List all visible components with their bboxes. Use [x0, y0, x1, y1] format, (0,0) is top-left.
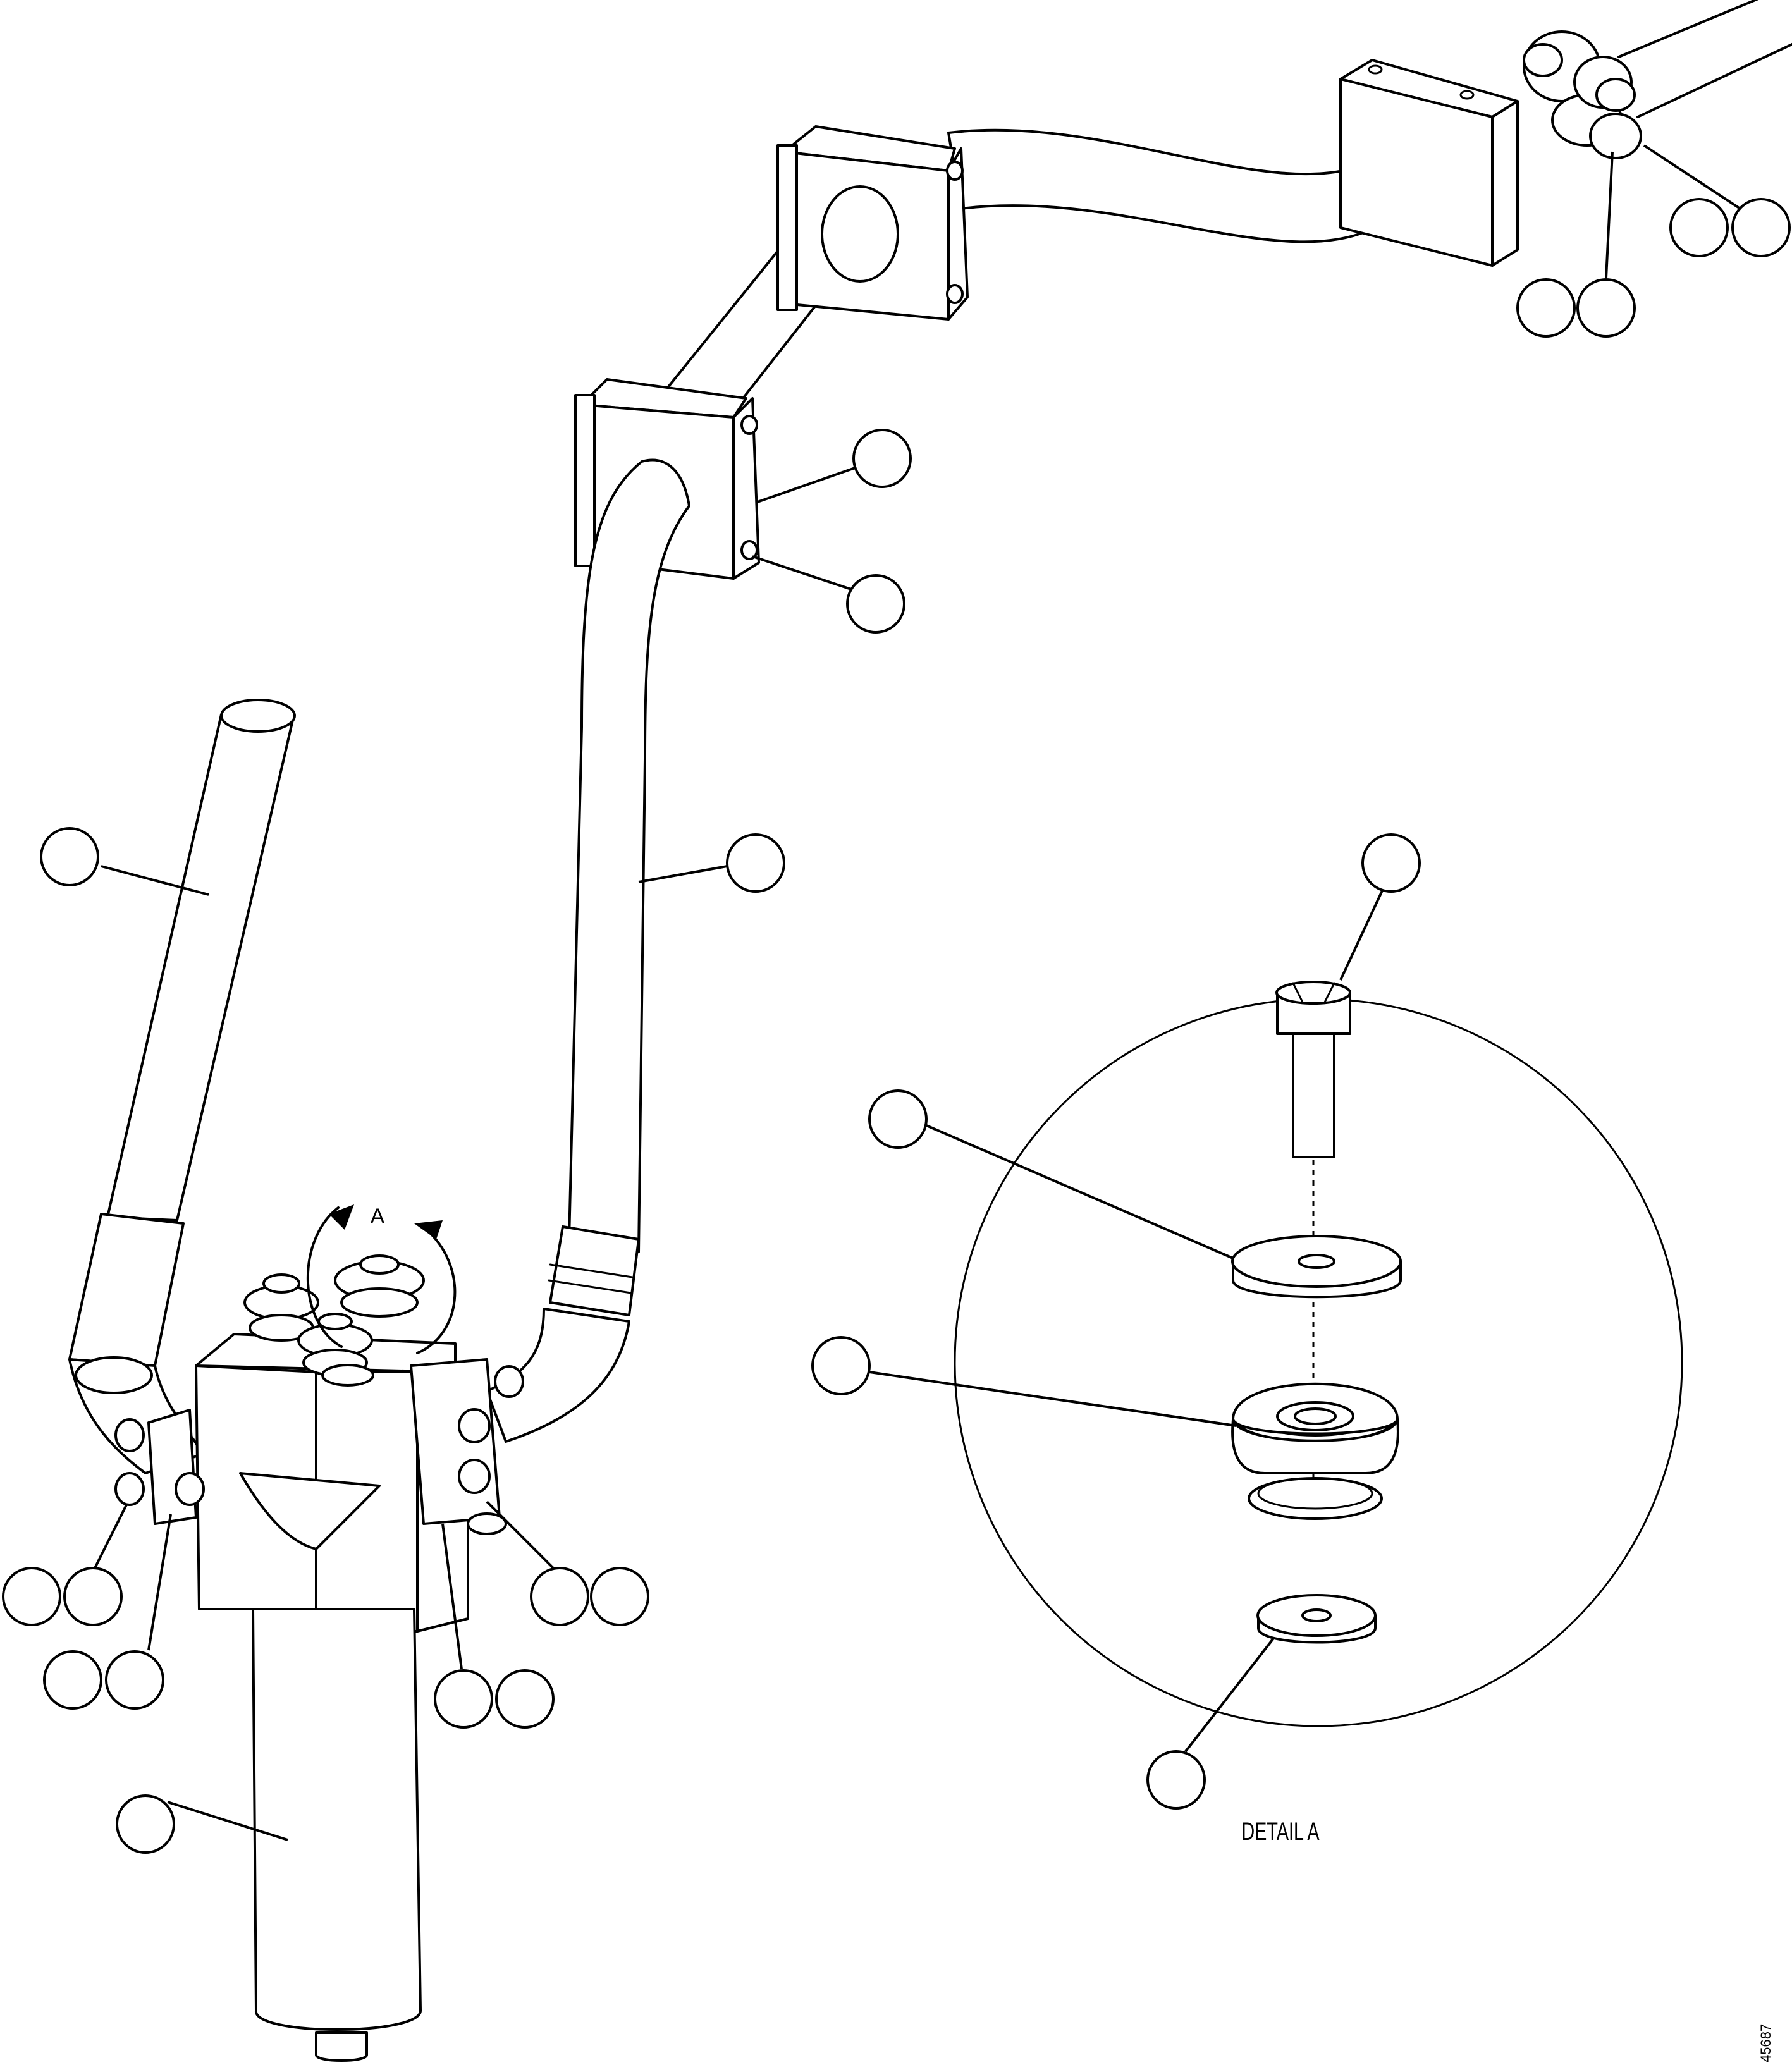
detail-a-view: DETAIL A	[954, 981, 1683, 1846]
callout-balloon	[852, 429, 912, 488]
callout-balloon	[2, 1567, 61, 1626]
callout-balloon	[63, 1567, 123, 1626]
detail-a-reference: A	[306, 1204, 457, 1354]
callout-balloon	[1146, 1750, 1206, 1810]
callout-balloon	[590, 1567, 649, 1626]
callout-balloon	[495, 1669, 555, 1729]
detail-bolt	[1275, 981, 1351, 1158]
callout-balloon	[116, 1794, 175, 1854]
filter-bowl	[252, 1608, 422, 2062]
flexible-hose	[486, 458, 690, 1443]
callout-balloon	[40, 827, 99, 886]
callout-balloon	[1576, 278, 1636, 338]
callout-balloon	[434, 1669, 493, 1729]
drawing-number: 45687	[1758, 2024, 1774, 2062]
callout-balloons	[2, 198, 1791, 1854]
upper-pipe-clamp-bracket	[776, 125, 969, 321]
callout-balloon	[1516, 278, 1576, 338]
filter-head-block	[114, 1333, 524, 1633]
callout-balloon	[846, 574, 905, 634]
detail-rubber-isolator	[1231, 1382, 1399, 1520]
detail-title: DETAIL A	[1241, 1817, 1320, 1846]
left-return-pipe	[68, 699, 296, 1474]
callout-balloon	[1361, 833, 1421, 893]
mounting-isolators	[243, 1254, 425, 1387]
callout-balloon	[530, 1567, 589, 1626]
detail-flat-washer-upper	[1231, 1235, 1402, 1299]
callout-balloon	[868, 1089, 928, 1149]
callout-balloon	[811, 1336, 871, 1395]
callout-balloon	[726, 833, 785, 893]
callout-balloon	[1669, 198, 1729, 257]
callout-balloon	[43, 1650, 102, 1710]
right-pipe-clamp-bracket	[1339, 59, 1519, 267]
detail-reference-label: A	[371, 1204, 385, 1229]
callout-balloon	[1731, 198, 1791, 257]
callout-balloon	[105, 1650, 164, 1710]
right-hose-couplings	[1523, 30, 1642, 159]
detail-flat-washer-lower	[1256, 1594, 1377, 1644]
